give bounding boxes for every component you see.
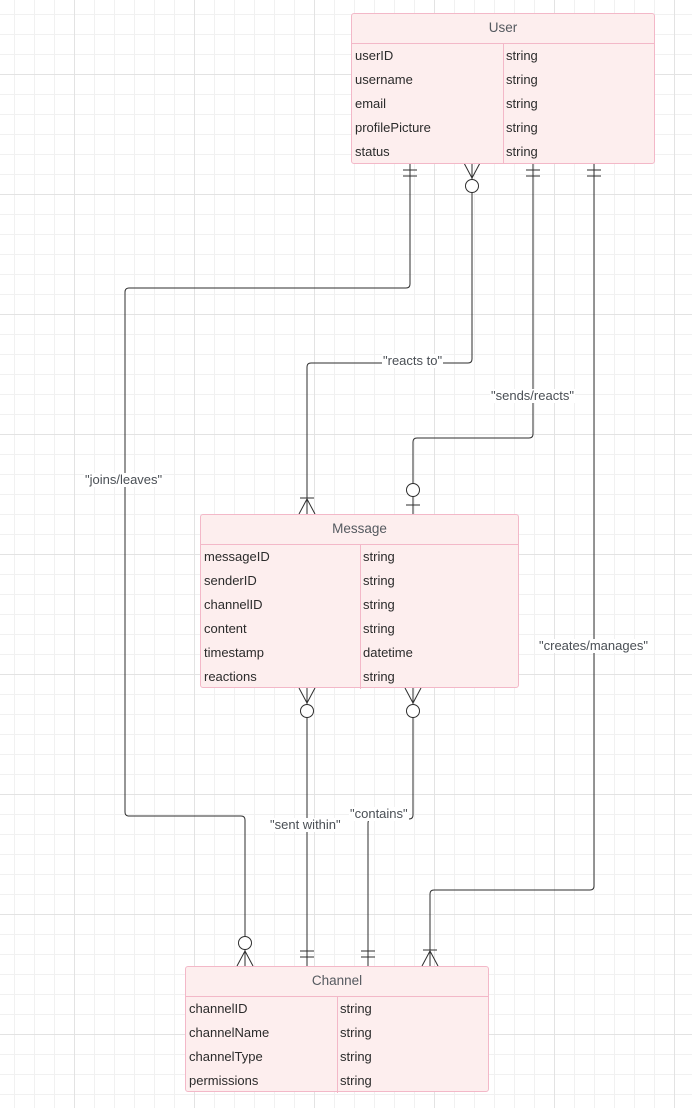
marker-one-many-channel-creates <box>421 949 439 967</box>
entity-channel-title: Channel <box>186 967 488 997</box>
attribute-type: string <box>363 669 395 684</box>
entity-message-attributes: messageID string senderID string channel… <box>201 545 518 689</box>
attribute-row-userid[interactable]: userID string <box>352 44 654 68</box>
label-sent-within[interactable]: "sent within" <box>269 817 342 832</box>
attribute-row-status[interactable]: status string <box>352 140 654 164</box>
attribute-type: string <box>506 144 538 159</box>
label-contains[interactable]: "contains" <box>349 806 409 821</box>
link-contains[interactable] <box>367 688 414 966</box>
marker-one-many-message-reacts <box>298 497 316 515</box>
attribute-type: string <box>363 573 395 588</box>
attribute-type: string <box>340 1001 372 1016</box>
column-divider <box>360 545 361 689</box>
entity-channel[interactable]: Channel channelID string channelName str… <box>185 966 489 1093</box>
attribute-row-channelid[interactable]: channelID string <box>201 593 518 617</box>
marker-zero-many-channel-joins <box>236 936 254 967</box>
entity-channel-attributes: channelID string channelName string chan… <box>186 997 488 1093</box>
marker-one-mandatory-user-sends <box>526 169 540 177</box>
attribute-type: string <box>340 1025 372 1040</box>
attribute-type: string <box>506 48 538 63</box>
attribute-name: channelID <box>189 1001 248 1016</box>
entity-message-title: Message <box>201 515 518 545</box>
attribute-type: string <box>363 549 395 564</box>
attribute-name: username <box>355 72 413 87</box>
entity-user-attributes: userID string username string email stri… <box>352 44 654 164</box>
attribute-name: channelID <box>204 597 263 612</box>
link-sends-reacts[interactable] <box>412 163 534 514</box>
marker-one-mandatory-user-joins <box>403 169 417 177</box>
attribute-type: string <box>506 120 538 135</box>
attribute-row-channeltype[interactable]: channelType string <box>186 1045 488 1069</box>
attribute-row-reactions[interactable]: reactions string <box>201 665 518 689</box>
attribute-name: timestamp <box>204 645 264 660</box>
attribute-name: userID <box>355 48 394 63</box>
link-reacts-to[interactable] <box>306 163 473 514</box>
attribute-type: datetime <box>363 645 413 660</box>
attribute-name: profilePicture <box>355 120 431 135</box>
marker-one-mandatory-channel-sent-within <box>300 950 314 958</box>
attribute-row-permissions[interactable]: permissions string <box>186 1069 488 1093</box>
attribute-row-profilepicture[interactable]: profilePicture string <box>352 116 654 140</box>
attribute-row-channelname[interactable]: channelName string <box>186 1021 488 1045</box>
attribute-row-email[interactable]: email string <box>352 92 654 116</box>
attribute-name: senderID <box>204 573 257 588</box>
attribute-name: messageID <box>204 549 270 564</box>
attribute-name: email <box>355 96 387 111</box>
attribute-type: string <box>363 621 395 636</box>
attribute-row-timestamp[interactable]: timestamp datetime <box>201 641 518 665</box>
marker-one-mandatory-channel-contains <box>361 950 375 958</box>
label-reacts-to[interactable]: "reacts to" <box>382 353 444 368</box>
attribute-type: string <box>340 1073 372 1088</box>
attribute-type: string <box>506 72 538 87</box>
marker-zero-many-message-sent-within <box>298 687 316 718</box>
attribute-name: permissions <box>189 1073 259 1088</box>
marker-zero-one-message-sends <box>406 483 420 506</box>
marker-zero-many-user-reacts <box>463 162 481 193</box>
marker-one-mandatory-user-creates <box>587 169 601 177</box>
label-creates-manages[interactable]: "creates/manages" <box>538 638 649 653</box>
column-divider <box>503 44 504 164</box>
attribute-row-messageid[interactable]: messageID string <box>201 545 518 569</box>
attribute-name: channelName <box>189 1025 270 1040</box>
column-divider <box>337 997 338 1093</box>
entity-user[interactable]: User userID string username string email… <box>351 13 655 164</box>
label-sends-reacts[interactable]: "sends/reacts" <box>490 388 575 403</box>
marker-zero-many-message-contains <box>404 687 422 718</box>
attribute-row-username[interactable]: username string <box>352 68 654 92</box>
attribute-name: content <box>204 621 247 636</box>
attribute-row-channelid[interactable]: channelID string <box>186 997 488 1021</box>
attribute-type: string <box>363 597 395 612</box>
attribute-row-content[interactable]: content string <box>201 617 518 641</box>
attribute-name: status <box>355 144 390 159</box>
link-joins-leaves[interactable] <box>124 163 411 966</box>
attribute-name: channelType <box>189 1049 263 1064</box>
attribute-type: string <box>506 96 538 111</box>
link-creates-manages[interactable] <box>429 163 595 966</box>
label-joins-leaves[interactable]: "joins/leaves" <box>84 472 164 487</box>
attribute-name: reactions <box>204 669 257 684</box>
attribute-row-senderid[interactable]: senderID string <box>201 569 518 593</box>
entity-message[interactable]: Message messageID string senderID string… <box>200 514 519 689</box>
entity-user-title: User <box>352 14 654 44</box>
attribute-type: string <box>340 1049 372 1064</box>
